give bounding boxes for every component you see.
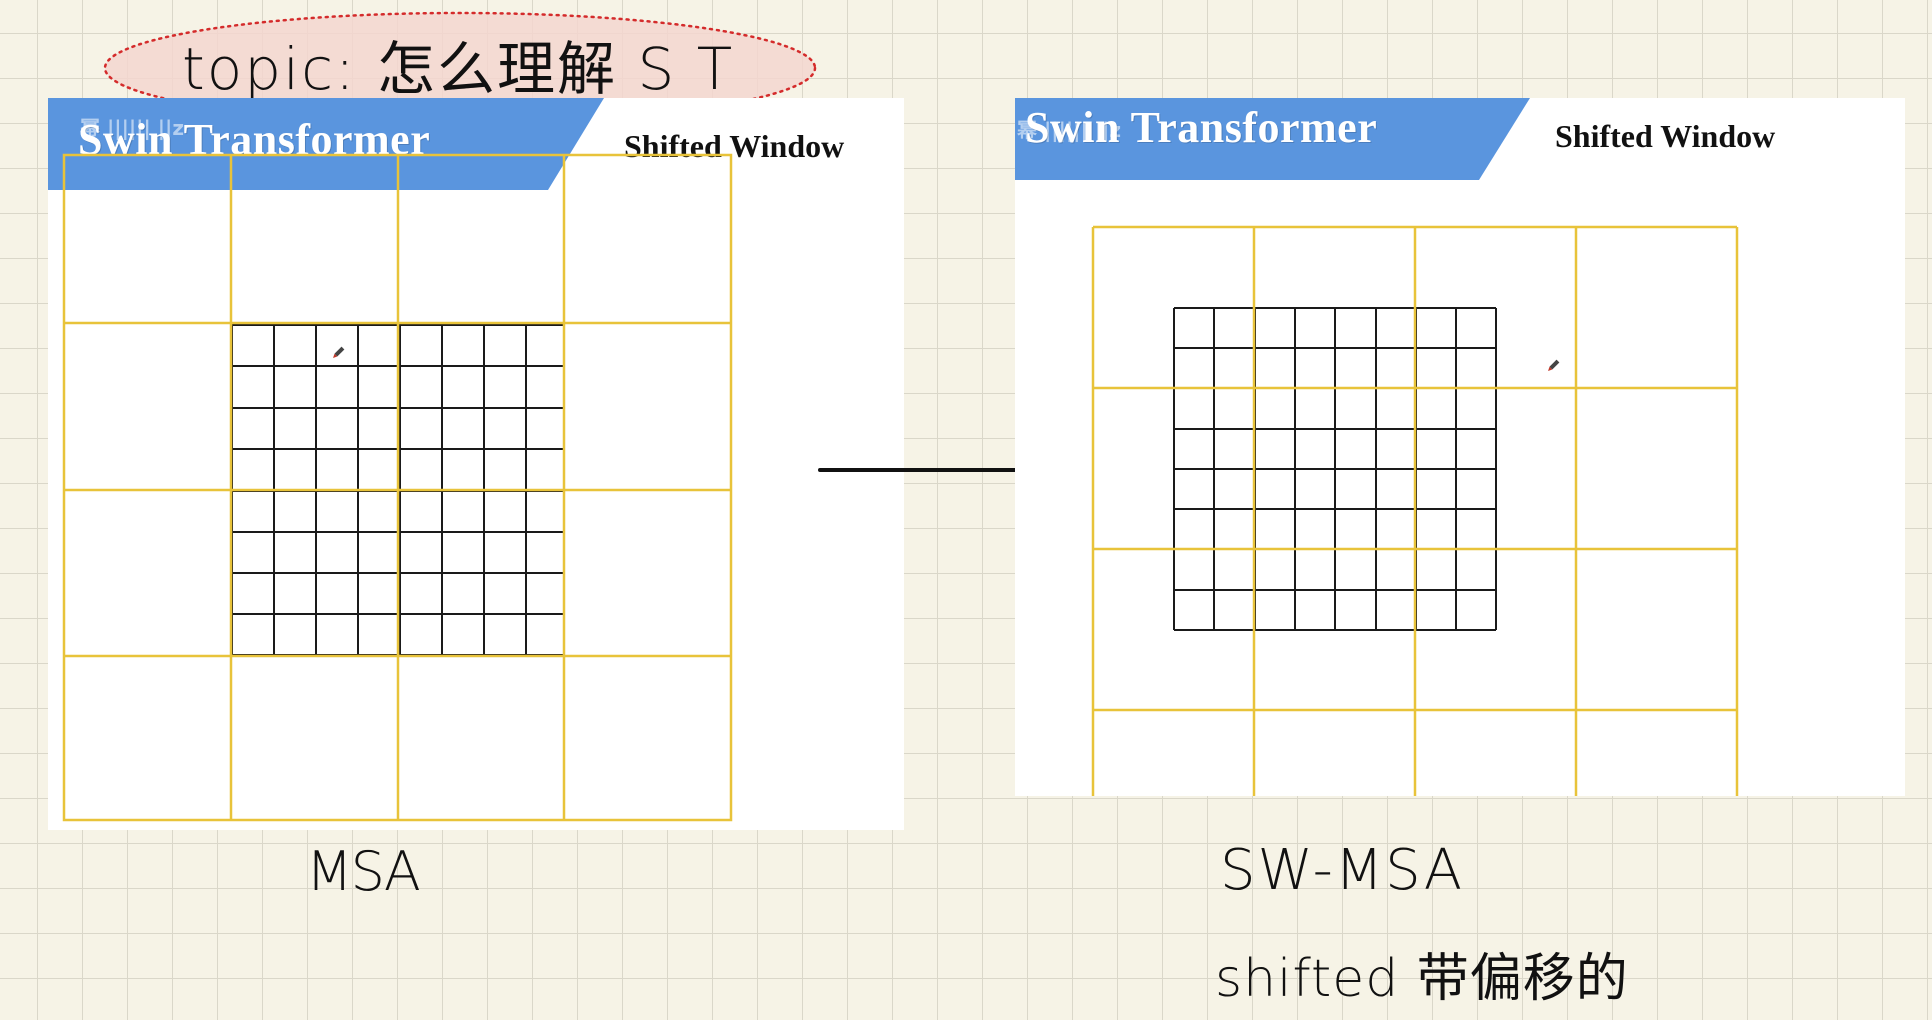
- pencil-cursor-icon: [333, 346, 345, 358]
- right-slide: 幂 |||||| ||z Swin Transformer Shifted Wi…: [1015, 98, 1905, 796]
- right-banner: [1015, 98, 1530, 180]
- left-window-grid: [62, 153, 733, 822]
- left-banner: [48, 98, 604, 190]
- left-caption: MSA: [306, 840, 421, 903]
- right-slide-title: Swin Transformer: [1025, 103, 1378, 152]
- left-slide: 幂 |||||| ||z Swin Transformer Shifted Wi…: [48, 98, 904, 830]
- right-slide-subtitle: Shifted Window: [1555, 118, 1776, 154]
- left-watermark: 幂 |||||| ||z: [80, 116, 185, 140]
- right-patch-grid: [1173, 307, 1497, 631]
- left-window-lines: [62, 153, 733, 822]
- topic-note: topic: 怎么理解 S T: [182, 35, 735, 103]
- right-caption-line2: shifted 带偏移的: [1215, 949, 1629, 1009]
- right-window-grid: [1091, 225, 1739, 796]
- right-window-lines: [1091, 225, 1739, 796]
- right-caption-line1: SW-MSA: [1220, 838, 1465, 903]
- left-slide-subtitle: Shifted Window: [624, 128, 845, 164]
- right-watermark: 幂 |||||| ||z: [1017, 118, 1122, 142]
- pencil-cursor-icon: [1548, 359, 1560, 371]
